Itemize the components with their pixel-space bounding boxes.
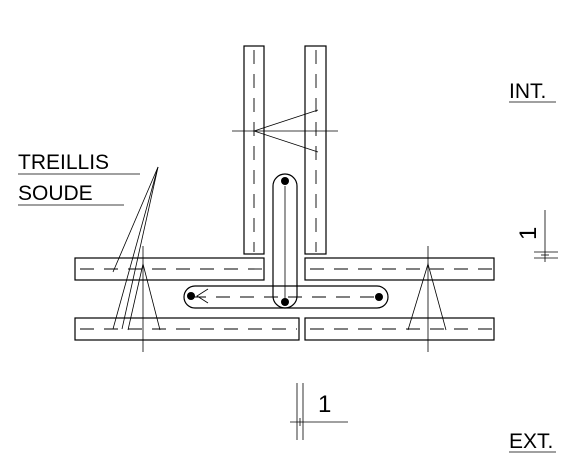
vertical-dimension-value: 1 bbox=[515, 227, 542, 240]
rebar-dot-right bbox=[375, 293, 383, 301]
vertical-bar-left bbox=[243, 45, 265, 255]
interior-label: INT. bbox=[509, 80, 546, 103]
vertical-wall-bars bbox=[232, 45, 338, 255]
lower-bar-left bbox=[74, 317, 300, 341]
weld-symbol-left bbox=[127, 246, 161, 352]
dimension-marker-horizontal: 1 bbox=[290, 383, 348, 440]
mesh-label-line2: SOUDE bbox=[18, 182, 93, 205]
dimension-marker-vertical: 1 bbox=[515, 210, 558, 262]
mesh-label-leaders bbox=[112, 166, 159, 330]
stirrup-horizontal-loop bbox=[183, 285, 389, 309]
horizontal-bars-lower bbox=[74, 317, 495, 341]
vertical-bar-right bbox=[304, 45, 327, 255]
rebar-dot-left bbox=[187, 292, 195, 300]
rebar-dot-top bbox=[281, 177, 289, 185]
upper-bar-right bbox=[304, 257, 495, 281]
horizontal-bars-upper bbox=[74, 257, 495, 281]
stirrup-vertical-loop bbox=[272, 173, 298, 309]
lower-bar-right bbox=[304, 317, 495, 341]
rebar-dot-bottom bbox=[281, 298, 289, 306]
weld-symbol-vertical bbox=[252, 109, 319, 153]
upper-bar-left bbox=[74, 257, 265, 281]
horizontal-dimension-value: 1 bbox=[318, 391, 331, 418]
mesh-label-line1: TREILLIS bbox=[18, 151, 109, 174]
exterior-label: EXT. bbox=[509, 430, 553, 453]
weld-symbol-right bbox=[407, 246, 447, 352]
